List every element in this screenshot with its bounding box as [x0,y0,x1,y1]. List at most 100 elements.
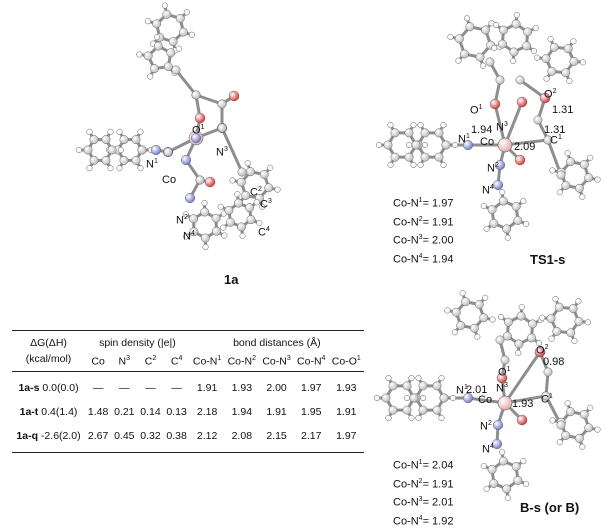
atom-label-o1: O1 [192,124,204,137]
atom-h-sphere [567,78,573,84]
column-header: C2 [137,351,163,372]
atom-h-sphere [587,405,593,411]
atom-h-sphere [519,304,525,310]
atom-c-sphere [547,314,555,322]
atom-c-sphere [265,184,273,192]
atom-label-n2: N2 [480,420,492,433]
atom-c-sphere [503,332,511,340]
atom-h-sphere [452,329,458,335]
atom-co-sphere [498,138,512,152]
atom-h-sphere [388,122,394,128]
atom-c-sphere [480,314,488,322]
atom-h-sphere [553,296,559,302]
column-header: N3 [111,351,137,372]
atom-h-sphere [254,200,260,206]
energy-spin-bond-table: ΔG(ΔH) spin density (|e|) bond distances… [12,330,364,453]
atom-o-sphere [517,97,527,107]
atom-h-sphere [557,439,563,445]
distance-row: Co-N4= 1.94 [393,249,453,268]
atom-h-sphere [550,168,556,174]
atom-c-sphere [475,300,483,308]
atom-c-sphere [488,465,496,473]
atom-h-sphere [138,165,144,171]
atom-c-sphere [403,406,411,414]
bond-length-co-o1: 1.94 [471,124,492,136]
atom-c-sphere [496,76,504,84]
atom-h-sphere [220,225,226,231]
atom-h-sphere [595,427,601,433]
atom-o-sphere [515,155,525,165]
atom-c-sphere [391,129,399,137]
atom-c-sphere [389,406,397,414]
atom-c-sphere [466,23,474,31]
table-cell: 2.12 [190,420,225,453]
distance-row: Co-N1= 1.97 [393,193,453,212]
atom-c-sphere [534,116,542,124]
atom-co-sphere [498,396,512,410]
atom-c-sphere [102,135,110,143]
table-cell: 1.95 [294,396,329,420]
atom-h-sphere [521,458,527,464]
atom-c-sphere [201,234,209,242]
atom-h-sphere [439,375,445,381]
header-unit: (kcal/mol) [12,351,85,372]
column-header: Co-N1 [190,351,225,372]
atom-h-sphere [108,129,114,135]
atom-c-sphere [179,28,187,36]
atom-h-sphere [490,317,496,323]
atom-c-sphere [132,156,140,164]
atom-n-sphere [493,180,503,190]
atom-h-sphere [571,39,577,45]
atom-c-sphere [433,406,441,414]
header-bond-distances: bond distances (Å) [190,331,364,352]
atom-c-sphere [575,184,583,192]
atom-c-sphere [501,356,509,364]
atom-h-sphere [464,15,470,21]
atom-h-sphere [240,233,246,239]
atom-c-sphere [238,168,246,176]
atom-h-sphere [154,34,160,40]
atom-c-sphere [555,303,563,311]
atom-h-sphere [275,187,281,193]
atom-c-sphere [403,382,411,390]
atom-h-sphere [388,162,394,168]
atom-c-sphere [226,218,234,226]
atom-c-sphere [566,408,574,416]
atom-label-n4: N4 [482,184,494,197]
atom-c-sphere [169,37,177,45]
atom-h-sphere [409,415,415,421]
column-header: Co-N3 [259,351,294,372]
atom-c-sphere [523,28,531,36]
atom-c-sphere [196,176,204,184]
atom-c-sphere [435,153,443,161]
atom-h-sphere [203,244,209,250]
atom-label-n3: N3 [496,382,508,395]
atom-label-n2: N2 [176,214,188,227]
atom-c-sphere [461,298,469,306]
atom-h-sphere [118,147,124,153]
atom-h-sphere [499,189,505,195]
atom-c-sphere [176,14,184,22]
atom-c-sphere [164,62,172,70]
atom-h-sphere [481,463,487,469]
bond-length-o2-c: 1.31 [552,104,573,116]
atom-c-sphere [84,146,92,154]
atom-h-sphere [510,58,516,64]
atom-h-sphere [245,160,251,166]
atom-c-sphere [476,53,484,61]
table-cell: — [85,372,111,397]
column-header: Co [85,351,111,372]
atom-c-sphere [515,340,523,348]
atom-label-c1: C1 [541,393,553,406]
atom-c-sphere [212,214,220,222]
atom-h-sphere [138,129,144,135]
atom-h-sphere [117,165,123,171]
atom-h-sphere [585,319,591,325]
atom-label-n3: N3 [216,146,228,159]
atom-h-sphere [557,189,563,195]
atom-h-sphere [145,18,151,24]
structure-caption-1a: 1a [224,272,238,287]
structure-caption-ts1-s: TS1-s [530,252,565,267]
atom-h-sphere [162,3,168,9]
table-subheader-row: (kcal/mol) Co N3 C2 C4 Co-N1 Co-N2 Co-N3… [12,351,364,372]
